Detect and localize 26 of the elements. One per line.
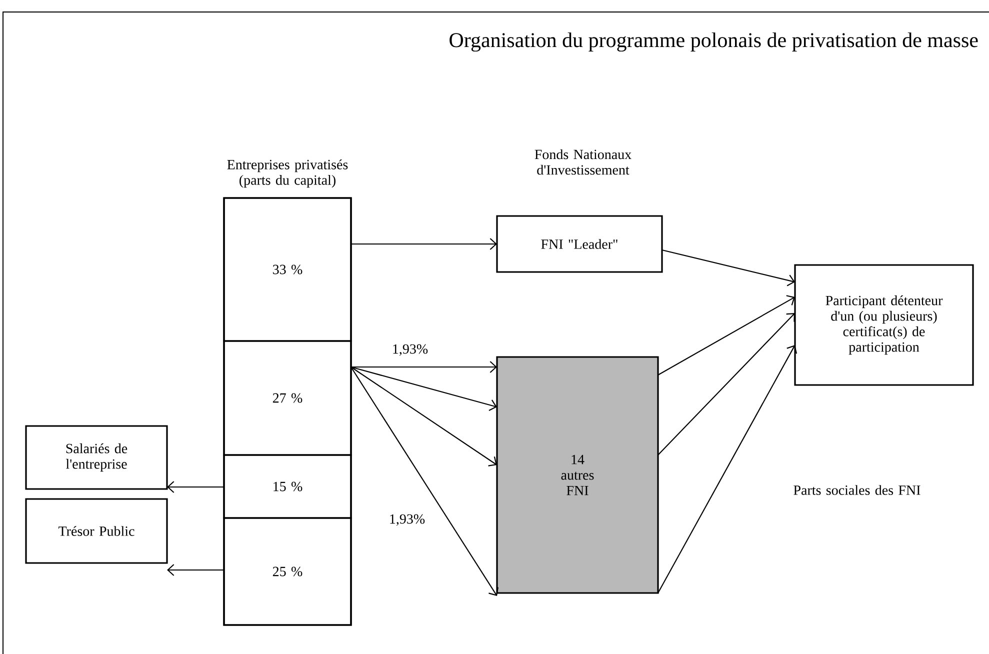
edge-label: 1,93% — [390, 343, 430, 357]
arrow — [658, 345, 798, 594]
edge-label: 1,93% — [388, 513, 426, 527]
node-label: Entreprises privatisés (parts du capital) — [227, 159, 348, 188]
text-box: 33 % — [223, 197, 352, 342]
arrow — [351, 238, 497, 250]
text-box: 15 % — [223, 454, 352, 519]
arrow — [350, 366, 499, 596]
arrow — [167, 481, 224, 493]
text-box: 27 % — [223, 340, 352, 456]
text-box: Salariés de l'entreprise — [25, 425, 168, 490]
note-text: Fonds Nationaux d'Investissement — [534, 149, 632, 175]
note-text: Parts sociales des FNI — [794, 485, 920, 495]
arrow — [350, 366, 497, 466]
text-box: 25 % — [223, 517, 352, 626]
arrow — [658, 313, 795, 456]
arrow — [662, 249, 795, 286]
diagram-title: Organisation du programme polonais de privatisation de masse — [450, 32, 978, 52]
text-box: FNI "Leader" — [496, 215, 663, 273]
arrow — [350, 366, 497, 411]
shaded-box: 14 autres FNI — [496, 356, 659, 594]
arrow — [658, 295, 795, 376]
text-box: Trésor Public — [25, 498, 168, 564]
arrow — [351, 361, 497, 373]
text-box: Participant détenteur d'un (ou plusieurs) certificat(s) de participation — [794, 264, 974, 386]
arrow — [167, 564, 224, 576]
